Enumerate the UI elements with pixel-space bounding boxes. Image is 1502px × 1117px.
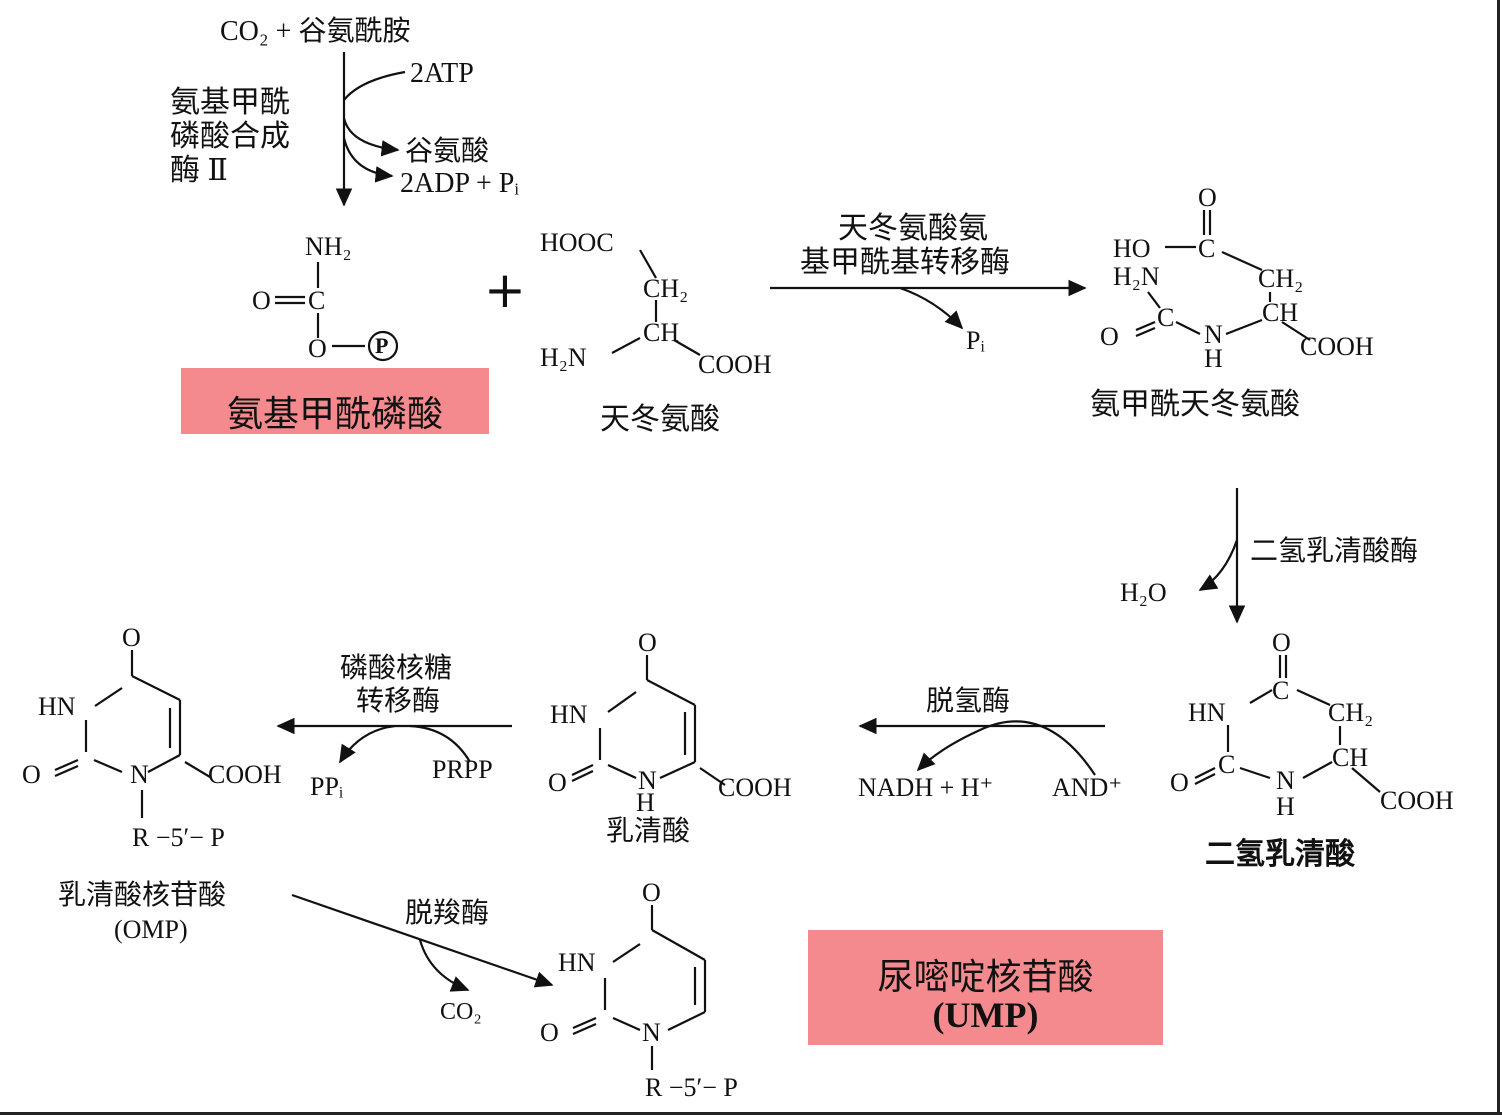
dho-ch: CH [1332, 743, 1369, 772]
ump-o-top: O [642, 878, 661, 907]
omp-cooh: COOH [208, 760, 282, 789]
ca-cooh: COOH [1300, 332, 1374, 361]
ca-c-mid: C [1157, 303, 1175, 332]
enzyme4-label: 脱氢酶 [926, 686, 1011, 717]
oro-n: N [638, 766, 657, 795]
step4-nad: AND⁺ [1052, 773, 1123, 802]
ump-label-line1: 尿嘧啶核苷酸 [877, 957, 1094, 997]
ca-c-top: C [1198, 234, 1216, 263]
step6-arrow [291, 893, 554, 988]
ump-highlight: 尿嘧啶核苷酸 (UMP) [808, 930, 1163, 1045]
aspartate-label: 天冬氨酸 [600, 403, 720, 436]
cp-oxygen: O [308, 334, 327, 363]
step6-co2: CO₂ [440, 999, 482, 1025]
oro-cooh: COOH [718, 773, 792, 802]
dho-c-top: C [1272, 676, 1290, 705]
oro-o-left: O [548, 768, 567, 797]
ppi-curve [339, 724, 396, 764]
dho-n: N [1276, 766, 1295, 795]
adp-curve [342, 137, 394, 183]
ump-ribose-phosphate: R −5′− P [645, 1073, 738, 1102]
enzyme1-line1: 氨基甲酰 [170, 86, 290, 119]
cp-o-double: O [252, 286, 271, 315]
dihydroorotate-label: 二氢乳清酸 [1205, 837, 1355, 872]
glu-curve [342, 117, 400, 157]
enzyme5-line1: 磷酸核糖 [340, 653, 453, 684]
dho-cooh: COOH [1380, 786, 1454, 815]
dho-o-top: O [1272, 628, 1291, 657]
enzyme2-line1: 天冬氨酸氨 [838, 212, 988, 245]
omp-label: 乳清酸核苷酸 [58, 880, 227, 911]
pi-curve [899, 286, 964, 330]
enzyme1-line2: 磷酸合成 [170, 120, 290, 153]
right-border [1497, 0, 1500, 1115]
oro-o-top: O [638, 628, 657, 657]
co2-curve [418, 939, 470, 992]
omp-n: N [130, 760, 149, 789]
ca-h: H [1204, 344, 1223, 373]
oro-hn: HN [550, 700, 588, 729]
co2-glutamine: CO₂ + 谷氨酰胺 [220, 16, 411, 47]
step5-prpp: PRPP [432, 755, 493, 784]
carbamoyl-phosphate-label: 氨基甲酰磷酸 [226, 394, 443, 434]
oro-h: H [636, 788, 655, 817]
enzyme5-line2: 转移酶 [356, 686, 441, 717]
dho-hn: HN [1188, 698, 1226, 727]
enzyme3-label: 二氢乳清酸酶 [1250, 536, 1419, 567]
prpp-curve [409, 724, 471, 763]
ca-n: N [1204, 320, 1223, 349]
omp-o-left: O [22, 760, 41, 789]
ca-h2n: H₂N [1113, 262, 1160, 291]
carbamoyl-phosphate-highlight: 氨基甲酰磷酸 [181, 368, 489, 434]
dho-h: H [1276, 792, 1295, 821]
dho-c-mid: C [1218, 750, 1236, 779]
omp-ribose-phosphate: R −5′− P [132, 823, 225, 852]
glutamate-label: 谷氨酸 [405, 136, 490, 167]
ump-hn: HN [558, 948, 596, 977]
enzyme6-label: 脱羧酶 [405, 898, 490, 929]
ump-o-left: O [540, 1018, 559, 1047]
asp-ch2: CH₂ [643, 274, 689, 303]
omp-abbr: (OMP) [114, 915, 188, 944]
bottom-border [0, 1112, 1502, 1115]
cp-carbon: C [308, 286, 326, 315]
asp-h2n: H₂N [540, 343, 587, 372]
ca-ho: HO [1113, 234, 1151, 263]
dho-o-left: O [1170, 768, 1189, 797]
orotate-label: 乳清酸 [606, 816, 691, 847]
carbamoyl-aspartate-label: 氨甲酰天冬氨酸 [1090, 388, 1300, 421]
nad-curve [916, 720, 1096, 776]
atp-label: 2ATP [410, 58, 474, 89]
enzyme1-line3: 酶 Ⅱ [170, 154, 228, 187]
step5-ppi: PPᵢ [310, 772, 344, 801]
asp-hooc: HOOC [540, 228, 614, 257]
atp-curve [343, 70, 406, 101]
ump-label-line2: (UMP) [932, 995, 1039, 1035]
cp-nh2: NH₂ [305, 232, 352, 261]
dho-ch2: CH₂ [1328, 698, 1374, 727]
ca-ch: CH [1262, 298, 1299, 327]
ca-ch2: CH₂ [1258, 264, 1304, 293]
phosphate-circle [367, 330, 399, 362]
enzyme2-line2: 基甲酰基转移酶 [800, 246, 1010, 279]
adp-label: 2ADP + Pᵢ [400, 168, 519, 199]
ca-o-top: O [1198, 183, 1217, 212]
ca-o-left: O [1100, 322, 1119, 351]
ump-n: N [642, 1018, 661, 1047]
cp-phosphate: P [375, 333, 389, 358]
step3-h2o: H₂O [1120, 578, 1167, 607]
plus-sign: + [484, 261, 526, 319]
step4-nadh: NADH + H⁺ [858, 773, 994, 802]
omp-hn: HN [38, 692, 76, 721]
omp-o-top: O [122, 623, 141, 652]
asp-cooh: COOH [698, 350, 772, 379]
h2o-curve [1198, 539, 1239, 591]
step2-pi: Pᵢ [966, 326, 985, 355]
asp-ch: CH [643, 318, 680, 347]
